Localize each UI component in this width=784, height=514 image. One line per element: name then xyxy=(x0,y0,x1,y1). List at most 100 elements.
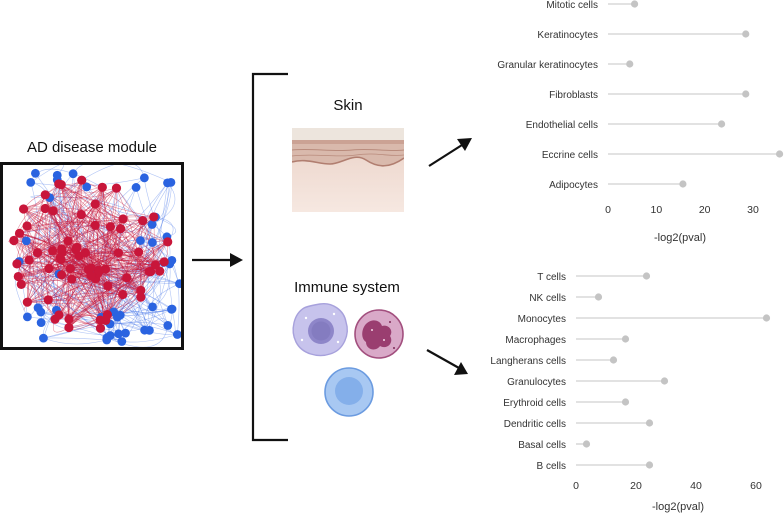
lollipop-dot xyxy=(582,440,591,448)
x-axis-label: -log2(pval) xyxy=(652,501,704,513)
network-edge xyxy=(105,220,143,321)
lollipop-dot xyxy=(742,90,750,98)
network-edge xyxy=(37,252,70,320)
lollipop-dot xyxy=(660,377,669,385)
network-node xyxy=(86,271,96,281)
network-node xyxy=(102,310,112,320)
network-node xyxy=(24,255,34,265)
network-node xyxy=(56,180,66,190)
network-edge xyxy=(85,236,168,253)
network-node xyxy=(172,330,182,339)
network-node xyxy=(16,279,26,289)
network-node xyxy=(144,266,154,277)
category-label: Eccrine cells xyxy=(542,150,598,161)
category-label: B cells xyxy=(537,461,566,472)
network-edge xyxy=(110,323,178,335)
network-edge xyxy=(67,187,103,242)
network-edge xyxy=(30,168,103,188)
network-edge xyxy=(23,208,139,253)
network-edge xyxy=(85,252,142,291)
stratum-corneum xyxy=(292,128,404,140)
network-node xyxy=(103,281,113,291)
network-node xyxy=(64,314,74,324)
network-node xyxy=(115,223,126,234)
immune-arrow-line xyxy=(426,349,460,369)
network-node xyxy=(163,178,172,188)
network-node xyxy=(147,238,157,247)
x-tick-label: 20 xyxy=(630,480,642,492)
network-edge xyxy=(18,276,178,335)
module-arrow-head xyxy=(230,253,243,267)
network-node xyxy=(95,323,106,333)
network-node xyxy=(122,273,132,283)
category-label: Fibroblasts xyxy=(549,90,598,101)
network-node xyxy=(134,247,144,257)
network-node xyxy=(167,304,177,314)
network-node xyxy=(22,312,32,322)
network-node xyxy=(32,248,43,258)
category-label: Monocytes xyxy=(518,314,566,325)
network-node xyxy=(64,322,74,333)
network-node xyxy=(77,175,87,185)
network-node xyxy=(57,270,67,280)
network-node xyxy=(14,228,25,238)
network-node xyxy=(90,199,100,209)
network-edge xyxy=(68,294,123,328)
network-node xyxy=(80,248,90,258)
lollipop-dot xyxy=(609,356,618,364)
network-edge xyxy=(68,271,150,328)
x-tick-label: 40 xyxy=(690,480,702,492)
network-edge xyxy=(27,180,82,303)
network-edge xyxy=(27,183,59,303)
network-node xyxy=(136,292,146,302)
lollipop-dot xyxy=(626,60,634,68)
network-node xyxy=(67,274,77,284)
lollipop-dot xyxy=(594,293,603,301)
category-label: NK cells xyxy=(529,293,566,304)
network-node xyxy=(86,263,96,273)
network-edge xyxy=(16,263,107,341)
network-edge xyxy=(23,208,160,272)
network-node xyxy=(82,182,92,192)
network-edge xyxy=(81,180,150,331)
category-label: Dendritic cells xyxy=(504,419,566,430)
category-label: Granulocytes xyxy=(507,377,566,388)
network-edge xyxy=(72,164,172,183)
network-edge xyxy=(61,184,168,243)
network-edge xyxy=(27,292,123,303)
lollipop-dot xyxy=(621,398,630,406)
network-edge xyxy=(116,187,170,265)
lollipop-dot xyxy=(717,120,726,128)
network-node xyxy=(148,302,157,312)
network-node xyxy=(48,246,58,256)
immune-illustration xyxy=(292,303,404,417)
network-edge xyxy=(18,203,96,277)
lollipop-dot xyxy=(775,150,784,158)
network-node xyxy=(167,255,177,265)
network-edge xyxy=(43,337,107,341)
network-node xyxy=(121,328,130,338)
x-tick-label: 0 xyxy=(573,480,579,492)
network-edge xyxy=(18,226,111,277)
network-edge xyxy=(45,194,150,272)
lollipop-dot xyxy=(621,335,630,343)
disease-network xyxy=(0,162,184,350)
network-edge xyxy=(68,271,151,328)
network-node xyxy=(13,271,23,282)
skin-stripe xyxy=(292,140,404,144)
network-node xyxy=(131,183,141,192)
network-node xyxy=(43,295,53,305)
network-node xyxy=(33,303,43,313)
immune-label: Immune system xyxy=(294,279,400,296)
network-node xyxy=(76,209,86,220)
network-edge xyxy=(27,270,160,303)
skin-line xyxy=(292,148,404,152)
network-node xyxy=(145,325,154,335)
network-node xyxy=(118,214,128,224)
category-label: Endothelial cells xyxy=(526,120,598,131)
skin-arrow-line xyxy=(428,144,463,167)
x-tick-label: 60 xyxy=(750,480,762,492)
network-node xyxy=(55,253,65,263)
network-edge xyxy=(48,255,165,269)
lymphocyte-cell xyxy=(292,303,348,357)
